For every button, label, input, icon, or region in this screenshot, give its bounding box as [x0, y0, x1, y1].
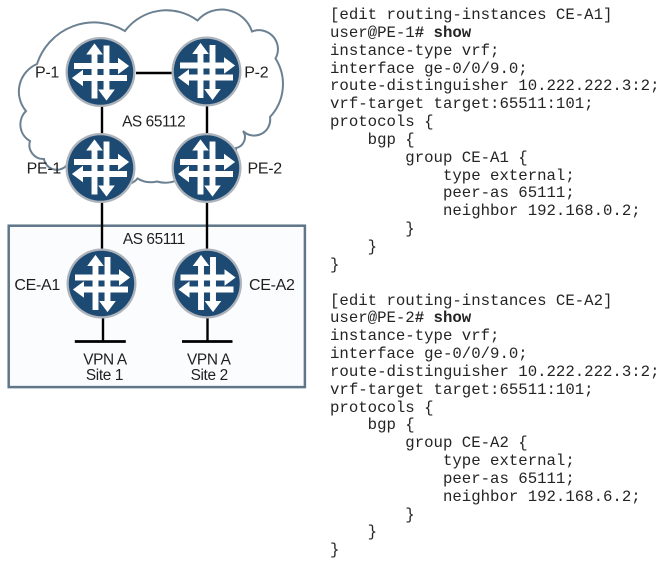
svg-text:VPN A: VPN A	[187, 351, 232, 368]
svg-text:CE-A2: CE-A2	[249, 277, 295, 294]
svg-text:AS 65111: AS 65111	[123, 231, 185, 248]
svg-text:Site 2: Site 2	[191, 367, 228, 384]
svg-text:Site 1: Site 1	[86, 367, 123, 384]
svg-text:P-2: P-2	[244, 65, 268, 82]
svg-text:CE-A1: CE-A1	[14, 277, 60, 294]
svg-text:AS 65112: AS 65112	[122, 114, 185, 131]
svg-text:P-1: P-1	[35, 65, 59, 82]
svg-text:PE-2: PE-2	[248, 161, 283, 178]
svg-text:PE-1: PE-1	[27, 161, 62, 178]
svg-text:VPN A: VPN A	[83, 351, 128, 368]
